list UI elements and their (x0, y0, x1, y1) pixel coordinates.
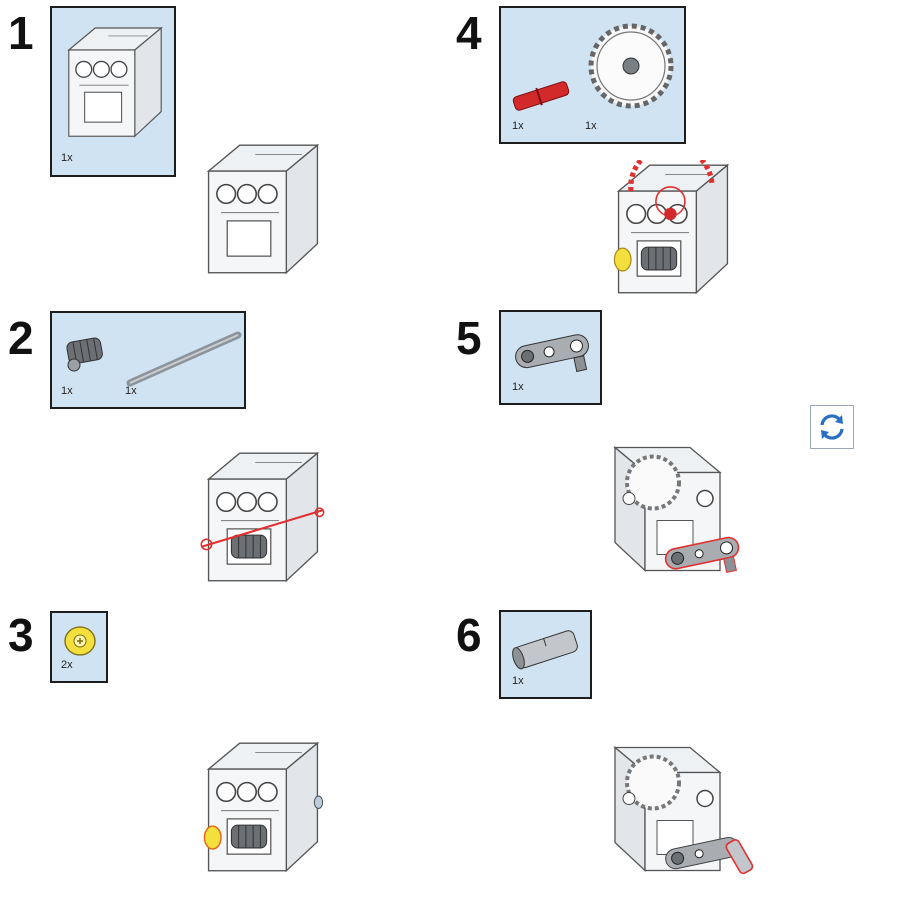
part-quantity: 1x (125, 385, 137, 397)
assembly-model-step-4 (608, 160, 738, 300)
assembly-model-step-5 (605, 440, 755, 580)
assembly-model-step-2 (198, 448, 328, 588)
parts-panel: 1x (499, 310, 602, 405)
part-quantity: 1x (61, 152, 73, 164)
worm-gear-icon (62, 335, 110, 383)
assembly-model-step-3 (198, 738, 328, 878)
axle-icon (124, 327, 244, 389)
pin-connector-icon (509, 624, 585, 674)
step-number: 6 (456, 609, 482, 661)
part-quantity: 1x (585, 120, 597, 132)
step-number: 1 (8, 7, 34, 59)
gear-24-tooth-icon (585, 16, 675, 116)
step-number: 3 (8, 609, 34, 661)
gearbox-frame-icon (60, 18, 170, 148)
axle-pin-icon (509, 78, 573, 114)
step-number: 2 (8, 312, 34, 364)
parts-panel: 1x 1x (499, 6, 686, 144)
parts-panel: 1x (499, 610, 592, 699)
part-quantity: 1x (512, 120, 524, 132)
parts-panel: 1x (50, 6, 176, 177)
part-quantity: 2x (61, 659, 73, 671)
parts-panel: 1x 1x (50, 311, 246, 409)
part-quantity: 1x (512, 675, 524, 687)
assembly-model-step-1 (198, 140, 328, 280)
parts-panel: 2x (50, 611, 108, 683)
bush-icon (62, 623, 98, 659)
assembly-model-step-6 (605, 740, 765, 880)
part-quantity: 1x (61, 385, 73, 397)
crank-lever-icon (509, 322, 597, 380)
part-quantity: 1x (512, 381, 524, 393)
step-number: 5 (456, 312, 482, 364)
step-number: 4 (456, 7, 482, 59)
rotate-model-icon (810, 405, 854, 449)
